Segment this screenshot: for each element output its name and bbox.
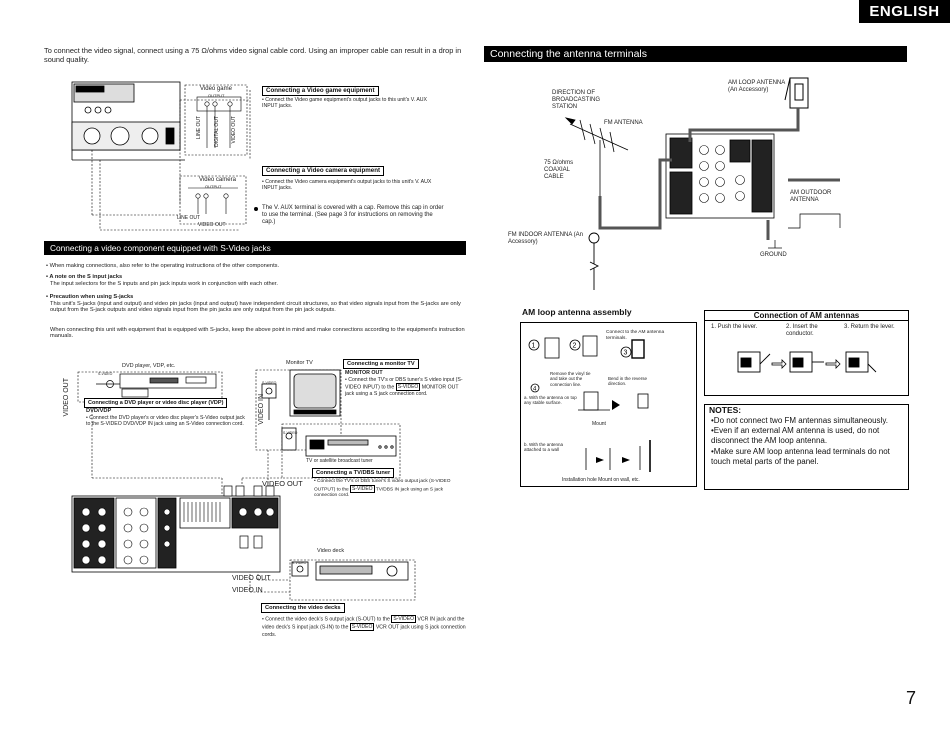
- bullet-refer: • When making connections, also refer to…: [46, 263, 280, 269]
- fm-indoor-label: FM INDOOR ANTENNA (An Accessory): [508, 232, 584, 245]
- fm-antenna-label: FM ANTENNA: [604, 120, 643, 126]
- return-lever: 3. Return the lever.: [844, 324, 895, 330]
- video-camera-header: Connecting a Video camera equipment: [262, 166, 385, 176]
- language-tab-label: ENGLISH: [869, 3, 940, 20]
- line-out-label: LINE OUT: [196, 116, 202, 140]
- deck-svideo-label: S-VIDEO: [292, 561, 307, 565]
- video-camera-text: • Connect the Video camera equipment's o…: [262, 179, 432, 192]
- am-loop-label: AM LOOP ANTENNA (An Accessory): [728, 80, 785, 93]
- deck-text-c: VCR OUT jack using S jack connection cor…: [262, 624, 466, 638]
- video-game-output-label: OUTPUT: [208, 93, 225, 98]
- installation-hole: Installation hole Mount on wall, etc.: [562, 477, 640, 483]
- monitor-svideo-badge: S-VIDEO: [395, 383, 421, 392]
- video-game-header: Connecting a Video game equipment: [262, 86, 379, 96]
- am-outdoor-label: AM OUTDOOR ANTENNA: [790, 190, 832, 203]
- monitor-label: Monitor TV: [286, 360, 313, 366]
- dvd-sub: DVD/VDP: [86, 408, 112, 414]
- deck-text: • Connect the video deck's S output jack…: [262, 615, 468, 639]
- antenna-section-title: Connecting the antenna terminals: [490, 48, 648, 60]
- ground-label: GROUND: [760, 252, 787, 258]
- tuner-svideo-label: S-VIDEO: [283, 431, 298, 435]
- monitor-text: • Connect the TV's or DBS tuner's S vide…: [345, 377, 467, 398]
- monitor-text-a: • Connect the TV's or DBS tuner's S vide…: [345, 377, 463, 391]
- connect-to-am: Connect to the AM antenna terminals.: [606, 330, 665, 341]
- dvd-text: • Connect the DVD player's or video disc…: [86, 415, 245, 428]
- deck-text-a: • Connect the video deck's S output jack…: [262, 616, 390, 623]
- deck-video-in: VIDEO IN: [232, 587, 263, 594]
- am-assembly-box: [520, 322, 697, 487]
- precaution-text-1: This unit's S-jacks (input and output) a…: [50, 301, 461, 314]
- dvd-header: Connecting a DVD player or video disc pl…: [84, 398, 228, 408]
- coax-label: 75 Ω/ohms COAXIAL CABLE: [544, 160, 574, 180]
- with-antenna-wall: b. With the antenna attached to a wall: [524, 442, 564, 453]
- intro-text: To connect the video signal, connect usi…: [44, 46, 462, 65]
- camera-line-out-label: LINE OUT: [177, 215, 201, 221]
- tvdbs-text-a: • Connect the TV's or DBS tuner's S vide…: [314, 479, 451, 493]
- tv-sat-label: TV or satellite broadcast tuner: [306, 458, 373, 464]
- remove-vinyl: Remove the vinyl tie and take out the co…: [550, 371, 591, 387]
- deck-svideo-badge-2: S-VIDEO: [349, 623, 375, 632]
- deck-text-b: VCR IN jack and the video deck's S input…: [262, 616, 465, 631]
- svideo-section-bar: Connecting a video component equipped wi…: [44, 241, 466, 255]
- video-out-label: VIDEO OUT: [231, 116, 237, 144]
- notes-box: [704, 404, 909, 490]
- fm-antenna-illustration: [564, 117, 629, 196]
- dvd-svideo-label: S-VIDEO: [98, 372, 113, 376]
- insert-conductor: 2. Insert the conductor.: [786, 324, 818, 337]
- deck-svideo-badge-1: S-VIDEO: [391, 615, 416, 623]
- note-3: •Make sure AM loop antenna lead terminal…: [711, 447, 890, 467]
- mount-label: Mount: [592, 421, 606, 427]
- antenna-section-bar: Connecting the antenna terminals: [484, 46, 907, 62]
- video-deck-label: Video deck: [317, 548, 345, 554]
- video-game-text: • Connect the Video game equipment's out…: [262, 97, 427, 110]
- video-camera-label: Video camera: [199, 177, 236, 183]
- am-assembly-title: AM loop antenna assembly: [522, 307, 632, 317]
- video-out-vertical-left: VIDEO OUT: [63, 378, 70, 417]
- video-in-vertical: VIDEO IN: [258, 394, 265, 425]
- digital-out-label: DIGITAL OUT: [214, 116, 220, 147]
- receiver-rear-panel: [71, 495, 281, 573]
- monitor-svideo-label: S-VIDEO: [262, 381, 277, 385]
- tvdbs-text-b: TV/DBS IN jack using an S jack connectio…: [314, 487, 443, 499]
- deck-video-out: VIDEO OUT: [232, 575, 271, 582]
- video-deck-illustration: [291, 561, 409, 581]
- note-s-text: The input selectors for the S inputs and…: [50, 281, 278, 287]
- receiver-top-illustration: [71, 81, 185, 161]
- push-lever: 1. Push the lever.: [711, 324, 758, 330]
- page-number: 7: [906, 688, 917, 708]
- monitor-sub: MONITOR OUT: [345, 370, 383, 376]
- video-out-big-label: VIDEO OUT: [262, 479, 303, 488]
- cap-note: The V. AUX terminal is covered with a ca…: [262, 205, 444, 226]
- fm-indoor-antenna-illustration: [588, 232, 600, 290]
- note-1: •Do not connect two FM antennas simultan…: [711, 416, 888, 425]
- antenna-receiver-rear: [665, 133, 775, 219]
- connection-am-title: Connection of AM antennas: [704, 310, 909, 321]
- monitor-tv-illustration: [261, 369, 341, 420]
- connection-am-box: [704, 310, 909, 396]
- dvd-player-illustration: [96, 373, 217, 398]
- tvdbs-svideo-badge: S-VIDEO: [350, 485, 375, 493]
- deck-header: Connecting the video decks: [261, 603, 345, 613]
- am-loop-illustration: [784, 77, 809, 109]
- tuner-illustration: [281, 427, 397, 457]
- video-game-label: Video game: [200, 86, 232, 92]
- svideo-section-title: Connecting a video component equipped wi…: [50, 243, 271, 253]
- tvdbs-header: Connecting a TV/DBS tuner: [312, 468, 395, 478]
- bend-reverse: Bend in the reverse direction.: [608, 376, 648, 387]
- note-s-heading: • A note on the S input jacks: [46, 274, 123, 280]
- cap-bullet-icon: [254, 207, 258, 211]
- video-camera-output-label: OUTPUT: [205, 184, 222, 189]
- monitor-text-b: MONITOR OUT jack using a S jack connecti…: [345, 384, 459, 398]
- dvd-player-label: DVD player, VDP, etc.: [122, 363, 176, 369]
- monitor-header: Connecting a monitor TV: [343, 359, 419, 369]
- notes-title: NOTES:: [709, 405, 742, 415]
- precaution-heading: • Precaution when using S-jacks: [46, 294, 134, 300]
- precaution-text-2: When connecting this unit with equipment…: [50, 327, 465, 340]
- direction-label: DIRECTION OF BROADCASTING STATION: [552, 90, 601, 110]
- language-tab: ENGLISH: [859, 0, 950, 23]
- camera-video-out-label: VIDEO OUT: [198, 222, 226, 228]
- tvdbs-text: • Connect the TV's or DBS tuner's S vide…: [314, 479, 454, 499]
- note-2: •Even if an external AM antenna is used,…: [711, 426, 880, 446]
- with-antenna-top: a. With the antenna on top any stable su…: [524, 395, 577, 406]
